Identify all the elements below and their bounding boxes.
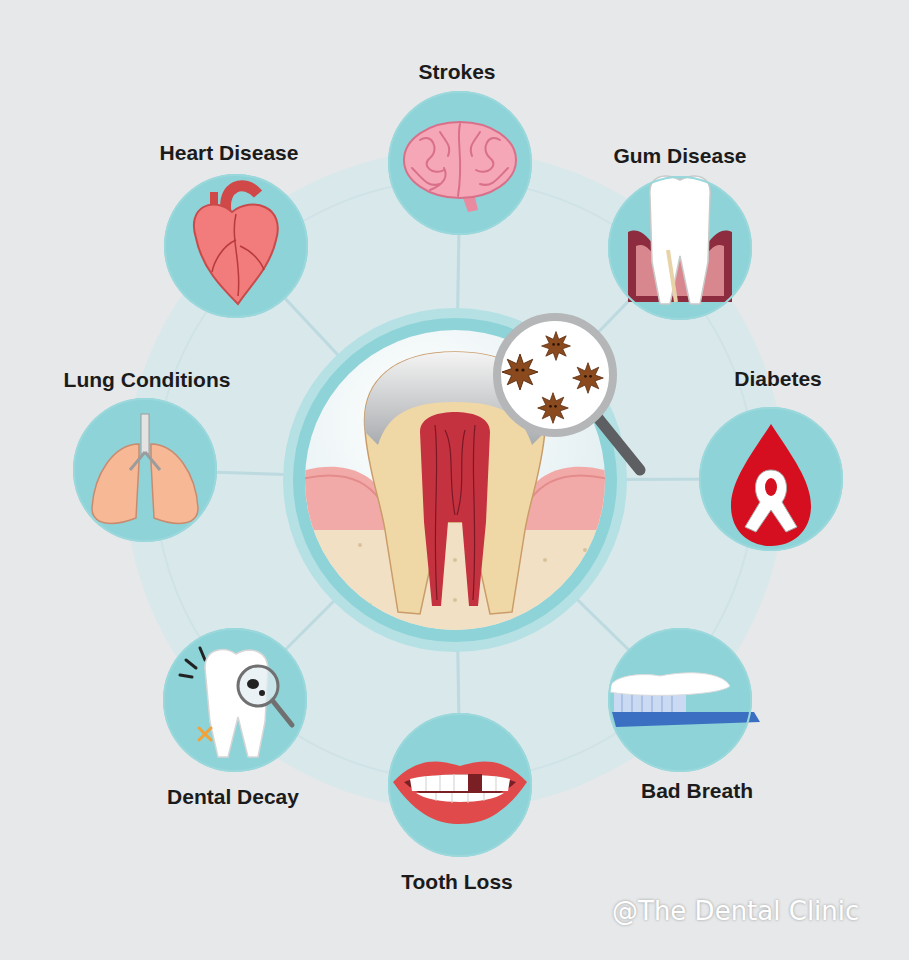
condition-label: Dental Decay — [167, 785, 299, 808]
icon-circle: Heart Disease — [164, 174, 308, 318]
label-holder: Bad Breath — [641, 779, 753, 803]
label-holder: Diabetes — [734, 367, 822, 391]
circle-outline — [608, 176, 752, 320]
circle-outline — [164, 174, 308, 318]
icon-circle: Diabetes — [699, 407, 843, 551]
toothbrush-icon — [610, 673, 760, 727]
condition-label: Lung Conditions — [64, 368, 231, 391]
circle-outline — [163, 628, 307, 772]
label-holder: Heart Disease — [160, 141, 299, 165]
circle-outline — [388, 713, 532, 857]
watermark: @The Dental Clinic — [612, 896, 859, 926]
condition-label: Gum Disease — [613, 144, 746, 167]
condition-label: Diabetes — [734, 367, 822, 390]
label-holder: Dental Decay — [167, 785, 299, 809]
condition-label: Strokes — [418, 60, 495, 83]
icon-circle: Tooth Loss — [388, 713, 532, 857]
circle-outline — [699, 407, 843, 551]
center-glow — [283, 308, 627, 652]
outer-ring — [125, 150, 785, 810]
magnifier — [497, 317, 640, 470]
heart-icon — [194, 186, 278, 304]
icon-circle: Gum Disease — [608, 176, 752, 320]
spokes — [145, 163, 771, 785]
gum-disease-icon — [628, 176, 732, 304]
decay-icon — [180, 648, 292, 757]
mouth-icon — [393, 762, 527, 824]
lungs-icon — [92, 414, 198, 523]
circle-outline — [73, 398, 217, 542]
condition-label: Tooth Loss — [401, 870, 513, 893]
icon-circle: Strokes — [388, 91, 532, 235]
brain-icon — [404, 122, 516, 212]
condition-label: Bad Breath — [641, 779, 753, 802]
circle-outline — [608, 628, 752, 772]
label-holder: Strokes — [418, 60, 495, 84]
condition-label: Heart Disease — [160, 141, 299, 164]
icon-circle: Dental Decay — [163, 628, 307, 772]
label-holder: Gum Disease — [613, 144, 746, 168]
icon-circle: Lung Conditions — [73, 398, 217, 542]
label-holder: Lung Conditions — [64, 368, 231, 392]
icon-circles — [73, 91, 843, 857]
label-holder: Tooth Loss — [401, 870, 513, 894]
icon-circle: Bad Breath — [608, 628, 752, 772]
blood-drop-icon — [731, 424, 811, 546]
circle-outline — [388, 91, 532, 235]
